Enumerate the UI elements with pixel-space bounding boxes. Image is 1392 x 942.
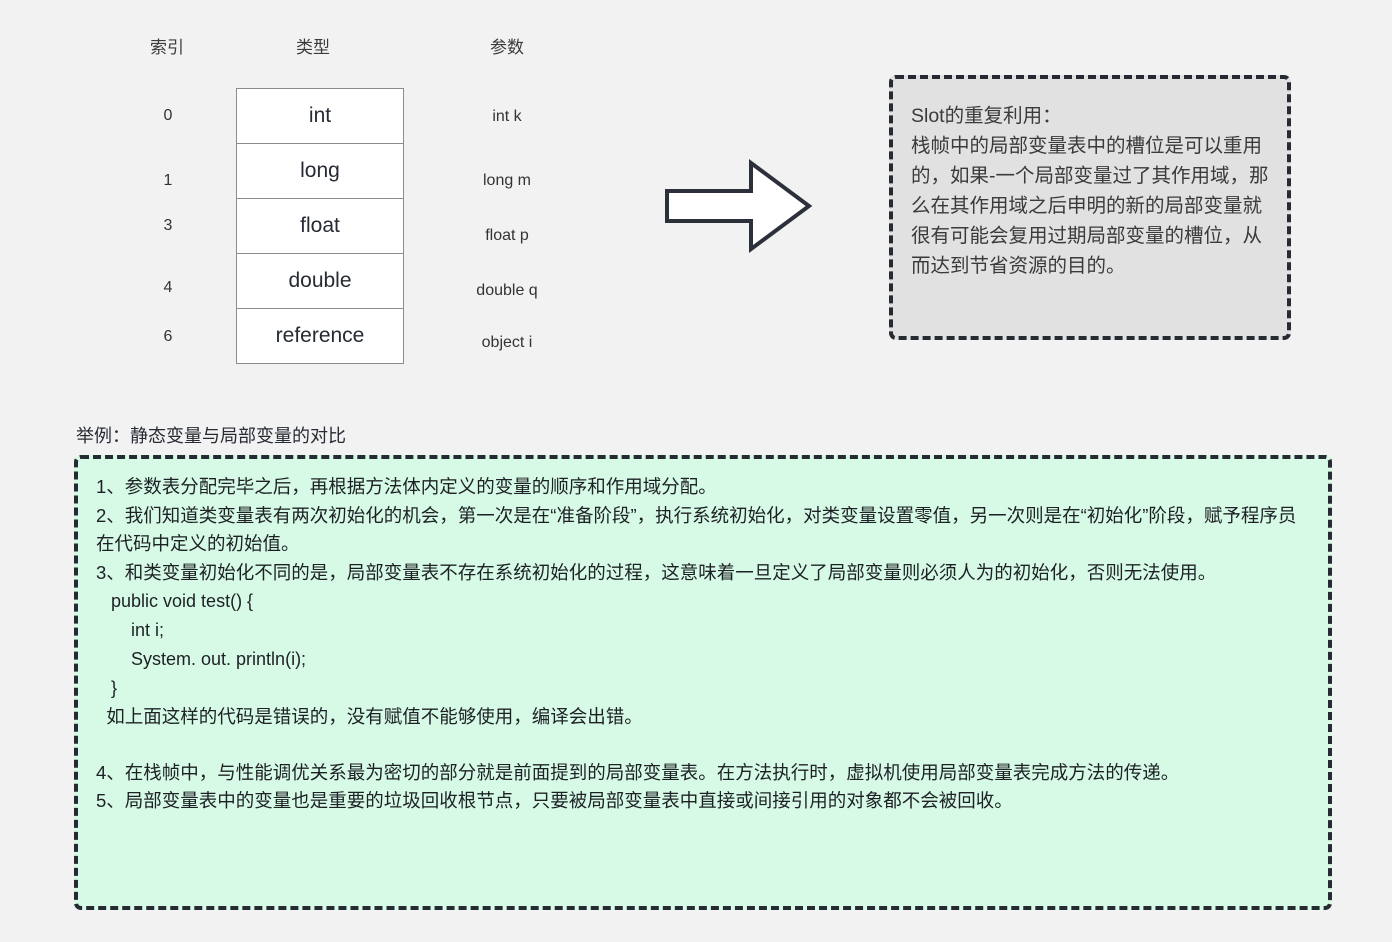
slot-index-label: 6	[163, 328, 173, 345]
slot-table: int long float double reference	[236, 88, 404, 364]
local-variable-slot-diagram: 索引 类型 参数 int long float double reference…	[0, 0, 1392, 395]
slot-reuse-note-text: Slot的重复利用： 栈帧中的局部变量表中的槽位是可以重用的，如果-一个局部变量…	[911, 105, 1269, 277]
column-header-index: 索引	[150, 38, 184, 57]
code-line: int i;	[96, 620, 165, 640]
slot-reuse-note-box: Slot的重复利用： 栈帧中的局部变量表中的槽位是可以重用的，如果-一个局部变量…	[889, 75, 1291, 340]
code-line: System. out. println(i);	[96, 649, 307, 669]
example-paragraph: 如上面这样的代码是错误的，没有赋值不能够使用，编译会出错。	[96, 706, 643, 727]
slot-index-label: 3	[163, 217, 173, 234]
column-header-type: 类型	[296, 38, 330, 57]
slot-index-label: 1	[163, 172, 173, 189]
slot-param-label: long m	[482, 172, 532, 189]
slot-cell: reference	[236, 308, 404, 364]
example-paragraph: 1、参数表分配完毕之后，再根据方法体内定义的变量的顺序和作用域分配。	[96, 476, 717, 497]
arrow-right-icon	[665, 159, 812, 253]
slot-index-label: 0	[163, 107, 173, 124]
slot-index-label: 4	[163, 279, 173, 296]
example-caption: 举例：静态变量与局部变量的对比	[76, 426, 346, 446]
example-paragraph: 3、和类变量初始化不同的是，局部变量表不存在系统初始化的过程，这意味着一旦定义了…	[96, 561, 1217, 583]
paragraph-spacer	[96, 732, 1310, 759]
slot-param-label: float p	[485, 227, 529, 244]
code-line: public void test() {	[96, 591, 254, 611]
slot-param-label: int k	[492, 108, 522, 125]
column-header-param: 参数	[490, 38, 524, 57]
example-content-box: 1、参数表分配完毕之后，再根据方法体内定义的变量的顺序和作用域分配。 2、我们知…	[74, 455, 1332, 910]
example-paragraph: 5、局部变量表中的变量也是重要的垃圾回收根节点，只要被局部变量表中直接或间接引用…	[96, 790, 1013, 811]
slot-param-label: object i	[481, 334, 533, 351]
slot-cell: int	[236, 88, 404, 144]
code-line: }	[96, 678, 118, 698]
slot-param-label: double q	[476, 282, 538, 299]
example-paragraph: 4、在栈帧中，与性能调优关系最为密切的部分就是前面提到的局部变量表。在方法执行时…	[96, 761, 1180, 783]
example-paragraph: 2、我们知道类变量表有两次初始化的机会，第一次是在“准备阶段”，执行系统初始化，…	[96, 504, 1297, 555]
slot-cell: double	[236, 253, 404, 309]
slot-cell: long	[236, 143, 404, 199]
slot-cell: float	[236, 198, 404, 254]
